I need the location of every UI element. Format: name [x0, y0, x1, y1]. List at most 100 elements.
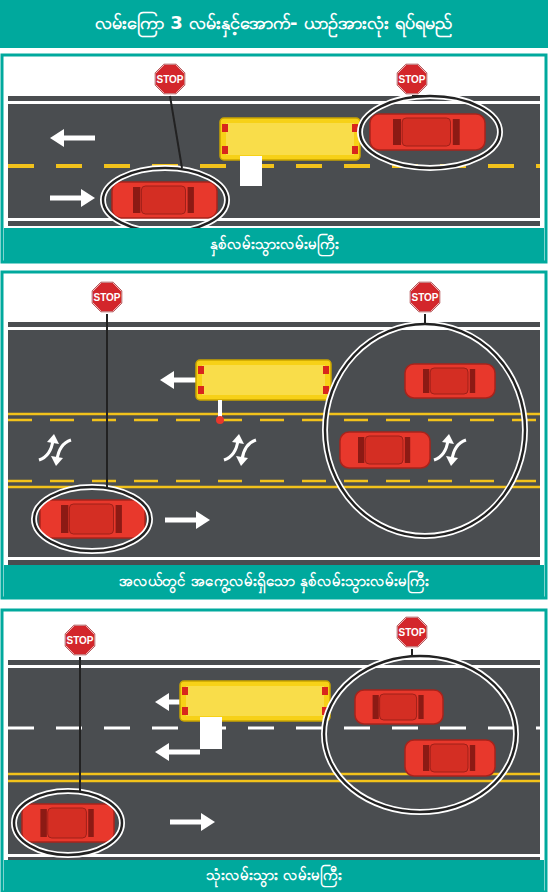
car-roof	[380, 694, 417, 720]
car-window	[405, 437, 410, 463]
car-window	[116, 505, 122, 533]
car-window	[40, 809, 46, 837]
stop-sign: STOP	[408, 280, 442, 314]
bus-light	[322, 687, 328, 695]
bus-stop-arm-light	[216, 416, 224, 424]
turn-arrow	[242, 440, 256, 460]
car-roof	[430, 368, 468, 394]
car-roof	[365, 436, 403, 464]
lane-arrow	[165, 518, 200, 523]
car-body	[340, 432, 430, 468]
school-bus	[180, 681, 330, 749]
panel-frame	[2, 610, 546, 892]
car-window	[61, 505, 68, 533]
bus-roof	[186, 686, 324, 716]
bus-stop-arm	[240, 156, 262, 186]
car-body	[112, 182, 217, 218]
highlight-ring	[325, 324, 525, 536]
stop-sign: STOP	[63, 623, 97, 657]
car	[405, 740, 495, 776]
car-window	[418, 695, 423, 719]
car	[112, 182, 217, 218]
stop-octagon-edge	[92, 282, 122, 312]
stop-text: STOP	[66, 635, 93, 646]
highlight-ring	[14, 791, 122, 855]
school-bus	[220, 118, 360, 186]
highlight-ring	[324, 656, 516, 812]
road-edge-line	[8, 218, 540, 221]
caption-text: နှစ်လမ်းသွားလမ်းမကြီး	[210, 234, 339, 256]
bus-roof	[202, 365, 325, 395]
lane-arrow-head	[196, 511, 210, 529]
highlight-ring	[103, 168, 227, 232]
stop-octagon-edge	[397, 617, 427, 647]
car	[40, 500, 145, 538]
highlight-ring	[103, 168, 227, 232]
car-body	[40, 500, 145, 538]
bus-body	[220, 118, 360, 160]
highlight-ring	[360, 96, 500, 168]
leader-line	[412, 95, 426, 97]
bus-light	[182, 707, 188, 715]
bus-light	[198, 366, 204, 374]
car-roof	[141, 186, 185, 214]
car-window	[470, 745, 475, 771]
car-window	[188, 187, 194, 213]
turn-arrow-head	[51, 456, 63, 466]
lane-arrow-head	[81, 189, 95, 207]
stop-octagon-edge	[410, 282, 440, 312]
car-body	[355, 690, 443, 724]
highlight-ring	[360, 96, 500, 168]
car-roof	[69, 504, 113, 534]
car-body	[22, 804, 114, 842]
caption-text: အလယ်တွင် အကွေ့လမ်းရှိသော နှစ်လမ်းသွားလမ်…	[119, 571, 429, 593]
car-window	[133, 187, 140, 213]
stop-sign: STOP	[395, 615, 429, 649]
stop-sign: STOP	[153, 62, 187, 96]
stop-text: STOP	[398, 74, 425, 85]
road	[8, 96, 540, 226]
lane-line	[8, 727, 540, 730]
stop-text: STOP	[411, 292, 438, 303]
stop-sign: STOP	[90, 280, 124, 314]
car-window	[423, 745, 429, 771]
turn-arrow-head	[47, 434, 59, 444]
stop-octagon-shape	[155, 64, 185, 94]
turn-arrow-head	[232, 434, 244, 444]
caption-text: သုံးလမ်းသွား လမ်းမကြီး	[206, 865, 342, 887]
car	[355, 690, 443, 724]
stop-octagon-shape	[92, 282, 122, 312]
bus-light	[352, 146, 358, 154]
stop-octagon-shape	[397, 64, 427, 94]
bus-light	[222, 124, 228, 132]
car-roof	[48, 808, 87, 838]
highlight-ring	[34, 487, 150, 551]
car-body	[405, 740, 495, 776]
panel-frame	[2, 272, 546, 598]
highlight-ring	[34, 487, 150, 551]
car-body	[405, 364, 495, 398]
car-window	[423, 369, 429, 393]
car-roof	[402, 118, 450, 146]
leader-line	[170, 96, 182, 168]
lane-arrow-head	[50, 129, 64, 147]
turn-arrow	[39, 440, 53, 460]
caption-band: သုံးလမ်းသွား လမ်းမကြီး	[4, 860, 544, 892]
bus-stop-arm	[218, 400, 222, 418]
stop-sign: STOP	[395, 62, 429, 96]
stop-octagon-shape	[65, 625, 95, 655]
leader-line	[79, 657, 81, 791]
car-window	[88, 809, 94, 837]
bus-light	[222, 146, 228, 154]
lane-line	[8, 413, 540, 416]
turn-arrow-head	[446, 456, 458, 466]
turn-arrow-head	[236, 456, 248, 466]
panel-frame	[2, 55, 546, 262]
car	[405, 364, 495, 398]
turn-arrow-head	[442, 434, 454, 444]
road	[8, 322, 540, 565]
car-window	[358, 437, 364, 463]
turn-arrow	[434, 440, 448, 460]
car-window	[373, 695, 379, 719]
